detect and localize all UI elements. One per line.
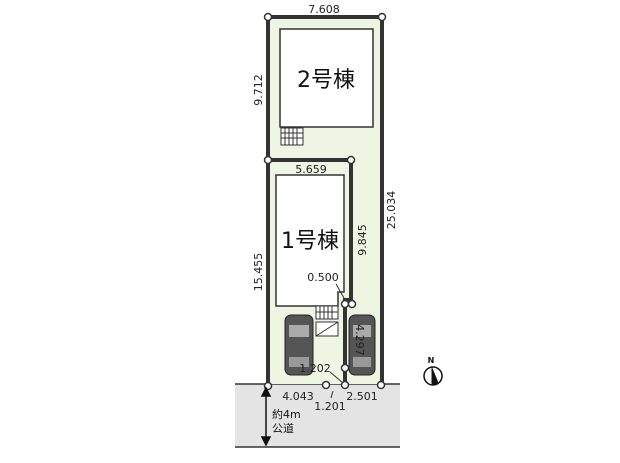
dim-bottom-mid-leader	[330, 390, 334, 399]
dim-top-width: 7.608	[308, 3, 340, 16]
lot2-boundary	[266, 15, 384, 384]
building-2-label: 2号棟	[297, 68, 355, 93]
dim-bottom-left: 4.043	[282, 390, 314, 403]
dim-diagonal: 1.202	[299, 362, 331, 375]
road-type-label: 公道	[272, 421, 294, 435]
diagonal-line	[329, 371, 344, 384]
building-1-stair	[315, 305, 339, 337]
building-1-label: 1号棟	[281, 229, 339, 254]
car-icon	[348, 314, 376, 376]
dim-lot1-left: 15.455	[252, 253, 265, 292]
dim-right-total: 25.034	[385, 191, 398, 230]
compass-label: N	[428, 356, 435, 365]
dim-lot2-left: 9.712	[252, 74, 265, 106]
dim-offset: 0.500	[307, 271, 339, 284]
north-compass-icon	[423, 366, 443, 386]
dim-flag-pole: 4.297	[353, 324, 366, 356]
building-1	[275, 174, 345, 307]
dim-bottom-mid: 1.201	[314, 400, 346, 413]
dim-lot1-right: 9.845	[356, 224, 369, 256]
building-2-stair	[280, 127, 304, 146]
offset-leader	[335, 283, 345, 299]
car-icon	[284, 314, 314, 376]
dim-bottom-right: 2.501	[346, 390, 378, 403]
road-width-label: 約4m	[272, 407, 301, 421]
dim-lot1-top: 5.659	[295, 163, 327, 176]
building-2	[279, 28, 374, 128]
lot1-boundary	[266, 158, 353, 384]
road-width-arrow	[260, 386, 272, 447]
